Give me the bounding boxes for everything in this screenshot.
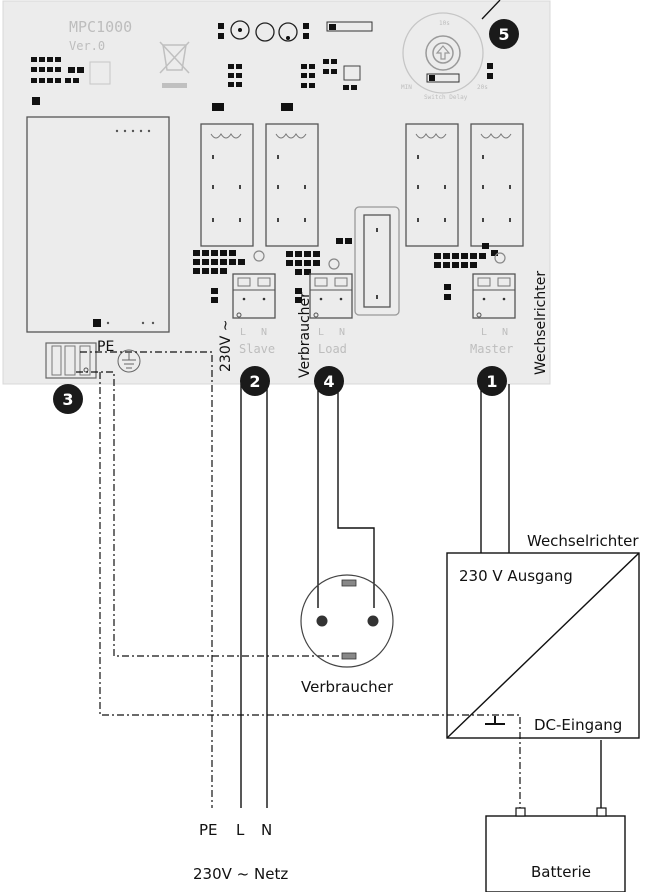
socket-label: Verbraucher (301, 678, 394, 696)
badge-1: 1 (477, 366, 507, 396)
pot-max-label: 20s (477, 84, 488, 91)
slave-voltage-label: 230V ~ (218, 320, 234, 372)
relay-k4 (265, 123, 319, 247)
board-model: MPC1000 (69, 18, 132, 36)
relay-k3 (405, 123, 459, 247)
relay-k2 (200, 123, 254, 247)
svg-text:1: 1 (486, 372, 497, 391)
led-indicators (253, 250, 506, 270)
relay-k1 (470, 123, 524, 247)
fuse-holder (354, 206, 400, 316)
inverter-dc-input: DC-Eingang (534, 716, 622, 734)
load-terminal-label: Load (318, 342, 347, 356)
smd-components-middle (212, 59, 357, 111)
slave-pin-n: N (261, 327, 267, 338)
svg-text:5: 5 (498, 25, 509, 44)
master-pin-l: L (481, 327, 487, 338)
pointer-line (481, 0, 501, 20)
badge-5: 5 (489, 19, 519, 49)
wires (76, 351, 602, 808)
grid-n-label: N (261, 821, 272, 839)
inverter-ac-output: 230 V Ausgang (459, 567, 573, 585)
inverter-box (446, 552, 640, 739)
ground-icon (117, 349, 141, 373)
side-vertical-label: Wechselrichter (533, 271, 549, 375)
pe-terminal-block (45, 342, 97, 379)
pcb-board: MPC1000 Ver.0 (2, 0, 551, 385)
board-version: Ver.0 (69, 39, 105, 53)
badge-3: 3 (53, 384, 83, 414)
terminal-block-load (309, 273, 353, 319)
pot-min-label: MIN (401, 84, 412, 91)
svg-text:2: 2 (249, 372, 260, 391)
load-vertical-label: Verbraucher (297, 292, 313, 378)
switch-delay-potentiometer: 10s MIN 20s Switch Delay (401, 12, 493, 101)
weee-bin-icon (159, 41, 190, 88)
pot-name-label: Switch Delay (424, 94, 468, 101)
inverter-title: Wechselrichter (527, 532, 639, 550)
battery-box (485, 807, 626, 892)
grid-pe-label: PE (199, 821, 218, 839)
smd-components-left (31, 57, 84, 105)
battery-label: Batterie (531, 863, 591, 881)
master-pin-n: N (502, 327, 508, 338)
badge-2: 2 (240, 366, 270, 396)
badge-4: 4 (314, 366, 344, 396)
pot-top-label: 10s (439, 20, 450, 27)
svg-text:3: 3 (62, 390, 73, 409)
load-pin-l: L (318, 327, 324, 338)
slave-terminal-label: Slave (239, 342, 275, 356)
capacitors-top (218, 20, 373, 42)
grid-title: 230V ~ Netz (193, 865, 288, 883)
slave-pin-l: L (240, 327, 246, 338)
master-terminal-label: Master (470, 342, 513, 356)
terminal-block-slave (232, 273, 276, 319)
power-supply-module (26, 116, 170, 333)
schuko-socket (300, 574, 394, 668)
ground-symbol-icon (485, 716, 505, 725)
pe-label: PE (97, 339, 114, 355)
svg-text:4: 4 (323, 372, 334, 391)
load-pin-n: N (339, 327, 345, 338)
grid-l-label: L (236, 821, 245, 839)
terminal-block-master (472, 273, 516, 319)
smd-components-bottom (193, 238, 498, 303)
